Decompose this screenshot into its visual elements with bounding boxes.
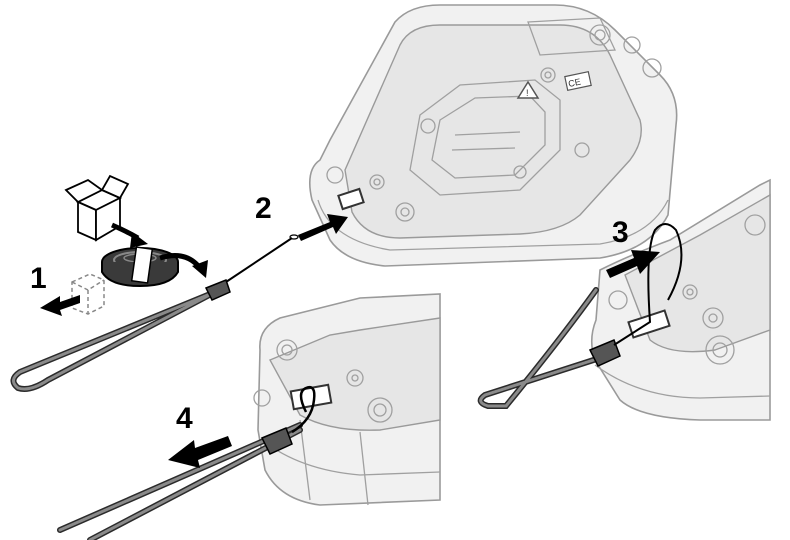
svg-text:!: ! [526, 88, 529, 98]
strap-pulled-step-4 [57, 386, 316, 540]
caution-triangle-icon: ! [516, 80, 540, 99]
device-corner-step-3 [590, 178, 771, 421]
arrow-step-1 [40, 295, 80, 316]
ce-mark-icon: CE [564, 70, 592, 92]
arrow-step-3 [606, 250, 660, 278]
device-main: ! CE [309, 4, 678, 267]
strap-coil-icon [101, 246, 179, 288]
step-3-label: 3 [612, 216, 629, 249]
strap-loop-step-3 [477, 223, 683, 409]
device-corner-step-4 [253, 293, 441, 506]
screw-icon [369, 67, 556, 190]
arrow-step-2 [298, 214, 348, 241]
dashed-package-icon [71, 273, 105, 315]
arrow-step-4 [168, 436, 232, 468]
step-2-label: 2 [255, 192, 272, 225]
strap-loose [10, 234, 299, 392]
step-1-label: 1 [30, 262, 47, 295]
step-4-label: 4 [176, 402, 193, 435]
svg-text:CE: CE [567, 77, 581, 89]
package-icon [64, 174, 130, 242]
